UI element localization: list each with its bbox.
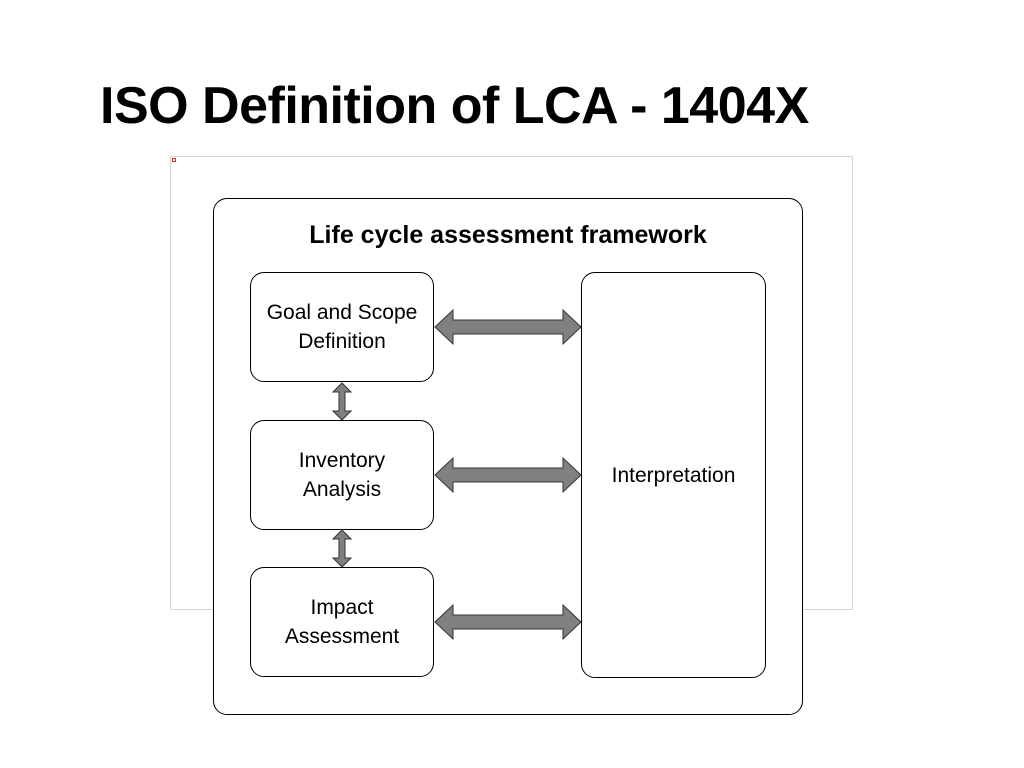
stage-label: Inventory Analysis bbox=[298, 449, 386, 501]
stage-goal-scope-definition: Goal and Scope Definition bbox=[250, 272, 434, 382]
stage-inventory-analysis: Inventory Analysis bbox=[250, 420, 434, 530]
stage-label: Impact Assessment bbox=[284, 596, 400, 648]
embed-marker-icon bbox=[172, 158, 176, 162]
stage-interpretation: Interpretation bbox=[581, 272, 766, 678]
stage-impact-assessment: Impact Assessment bbox=[250, 567, 434, 677]
slide-title: ISO Definition of LCA - 1404X bbox=[100, 77, 809, 135]
stage-label: Goal and Scope Definition bbox=[266, 301, 418, 353]
framework-title: Life cycle assessment framework bbox=[309, 221, 707, 249]
interpretation-label: Interpretation bbox=[611, 463, 736, 487]
